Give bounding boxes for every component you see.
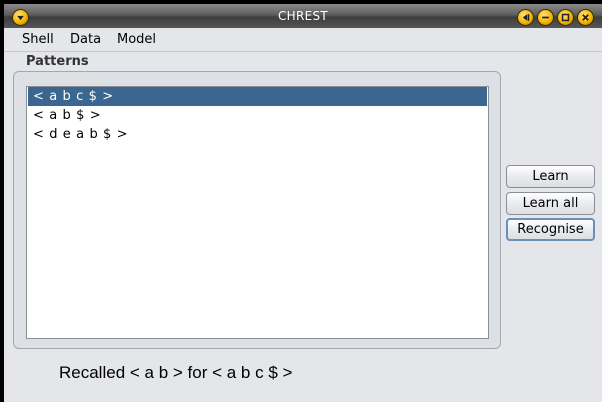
patterns-panel: < a b c $ > < a b $ > < d e a b $ >: [13, 71, 501, 349]
list-item[interactable]: < d e a b $ >: [33, 127, 129, 142]
menu-bar: Shell Data Model: [4, 28, 602, 52]
close-icon[interactable]: [577, 9, 594, 26]
recognise-button[interactable]: Recognise: [506, 218, 595, 241]
patterns-list[interactable]: < a b c $ > < a b $ > < d e a b $ >: [26, 86, 489, 339]
menu-data[interactable]: Data: [70, 32, 102, 47]
learn-all-button[interactable]: Learn all: [506, 192, 595, 215]
learn-button[interactable]: Learn: [506, 165, 595, 188]
title-bar[interactable]: CHREST: [4, 4, 602, 28]
list-item[interactable]: < a b c $ >: [28, 87, 487, 106]
window-menu-icon[interactable]: [12, 9, 29, 26]
list-item[interactable]: < a b $ >: [33, 108, 102, 123]
menu-shell[interactable]: Shell: [22, 32, 54, 47]
patterns-heading: Patterns: [26, 54, 89, 69]
window-title: CHREST: [277, 9, 329, 23]
menu-model[interactable]: Model: [117, 32, 157, 47]
maximize-icon[interactable]: [557, 9, 574, 26]
minimize-icon[interactable]: [537, 9, 554, 26]
shade-icon[interactable]: [517, 9, 534, 26]
main-content: Shell Data Model Patterns < a b c $ > < …: [4, 28, 602, 402]
status-message: Recalled < a b > for < a b c $ >: [59, 363, 293, 382]
